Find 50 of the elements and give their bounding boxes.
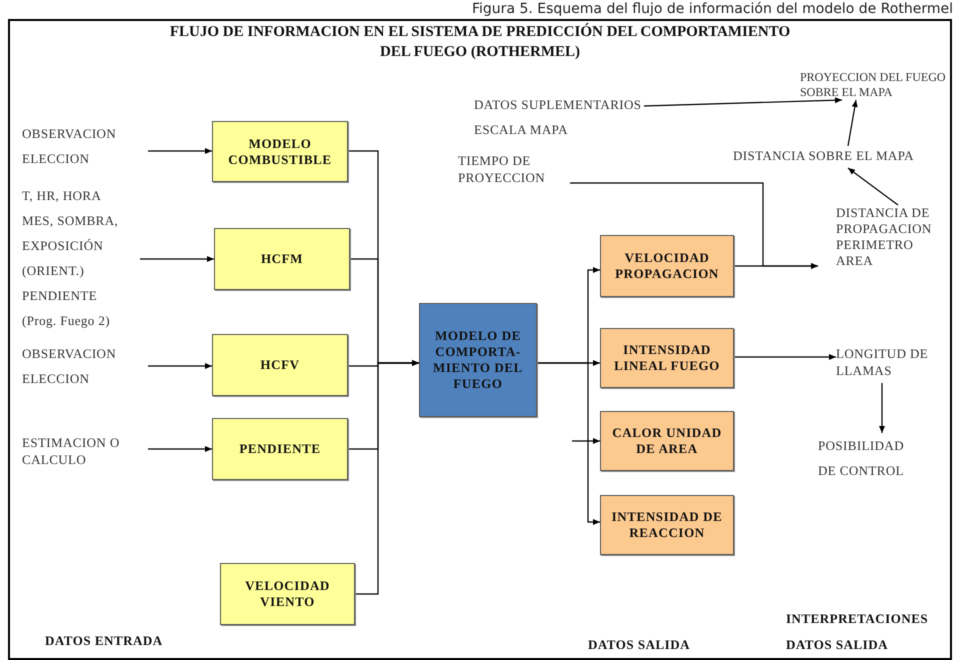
arrow xyxy=(148,148,212,154)
input-box: HCFV xyxy=(212,334,348,396)
input-box: VELOCIDAD VIENTO xyxy=(220,563,355,625)
input-text: AREA xyxy=(836,253,873,269)
input-text: POSIBILIDAD xyxy=(818,437,904,455)
input-text: DISTANCIA DE PROPAGACION xyxy=(836,205,933,237)
input-text: DISTANCIA SOBRE EL MAPA xyxy=(733,147,914,165)
input-box: MODELO COMBUSTIBLE xyxy=(212,121,348,182)
input-text: DATOS SUPLEMENTARIOS xyxy=(474,96,642,114)
arrow xyxy=(572,438,600,444)
section-label: DATOS SALIDA xyxy=(588,637,690,653)
arrow xyxy=(848,168,898,206)
arrow xyxy=(734,354,836,360)
arrow xyxy=(148,446,212,452)
input-text: PERIMETRO xyxy=(836,237,914,253)
input-text: OBSERVACION xyxy=(22,345,116,363)
diagram-title: FLUJO DE INFORMACION EN EL SISTEMA DE PREDICCIÓN DEL COMPORTAMIENTO DEL FUEGO (ROTHERMEL) xyxy=(168,22,792,62)
arrow xyxy=(570,182,818,269)
input-text: PENDIENTE xyxy=(22,287,98,305)
arrow xyxy=(879,383,885,433)
arrow xyxy=(355,360,419,595)
arrow xyxy=(644,97,842,107)
input-text: T, HR, HORA xyxy=(22,187,102,205)
input-text: EXPOSICIÓN (ORIENT.) xyxy=(22,237,104,280)
input-text: LONGITUD DE LLAMAS xyxy=(836,345,930,379)
arrow xyxy=(847,100,858,146)
input-text: DE CONTROL xyxy=(818,462,904,480)
output-box: INTENSIDAD LINEAL FUEGO xyxy=(600,328,734,388)
input-box: HCFM xyxy=(214,228,350,290)
figure-caption: Figura 5. Esquema del flujo de información del modelo de Rothermel xyxy=(472,0,953,18)
output-box: CALOR UNIDAD DE AREA xyxy=(600,411,734,471)
arrow xyxy=(140,256,214,262)
output-box: INTENSIDAD DE REACCION xyxy=(600,495,734,555)
arrow xyxy=(537,362,600,525)
input-text: ESTIMACION O CALCULO xyxy=(22,434,121,468)
input-text: TIEMPO DE PROYECCION xyxy=(458,152,546,186)
input-text: OBSERVACION xyxy=(22,125,116,143)
model-box: MODELO DE COMPORTA- MIENTO DEL FUEGO xyxy=(419,303,537,417)
input-text: ESCALA MAPA xyxy=(474,121,568,139)
input-text: ELECCION xyxy=(22,150,90,168)
input-text: PROYECCION DEL FUEGO SOBRE EL MAPA xyxy=(800,70,947,100)
input-text: (Prog. Fuego 2) xyxy=(22,312,110,330)
input-box: PENDIENTE xyxy=(212,418,348,480)
output-box: VELOCIDAD PROPAGACION xyxy=(600,235,734,297)
section-label: DATOS ENTRADA xyxy=(45,633,163,649)
arrow xyxy=(148,363,212,369)
section-label: INTERPRETACIONES xyxy=(786,611,928,627)
input-text: MES, SOMBRA, xyxy=(22,212,118,230)
input-text: ELECCION xyxy=(22,370,90,388)
section-label: DATOS SALIDA xyxy=(786,637,888,653)
